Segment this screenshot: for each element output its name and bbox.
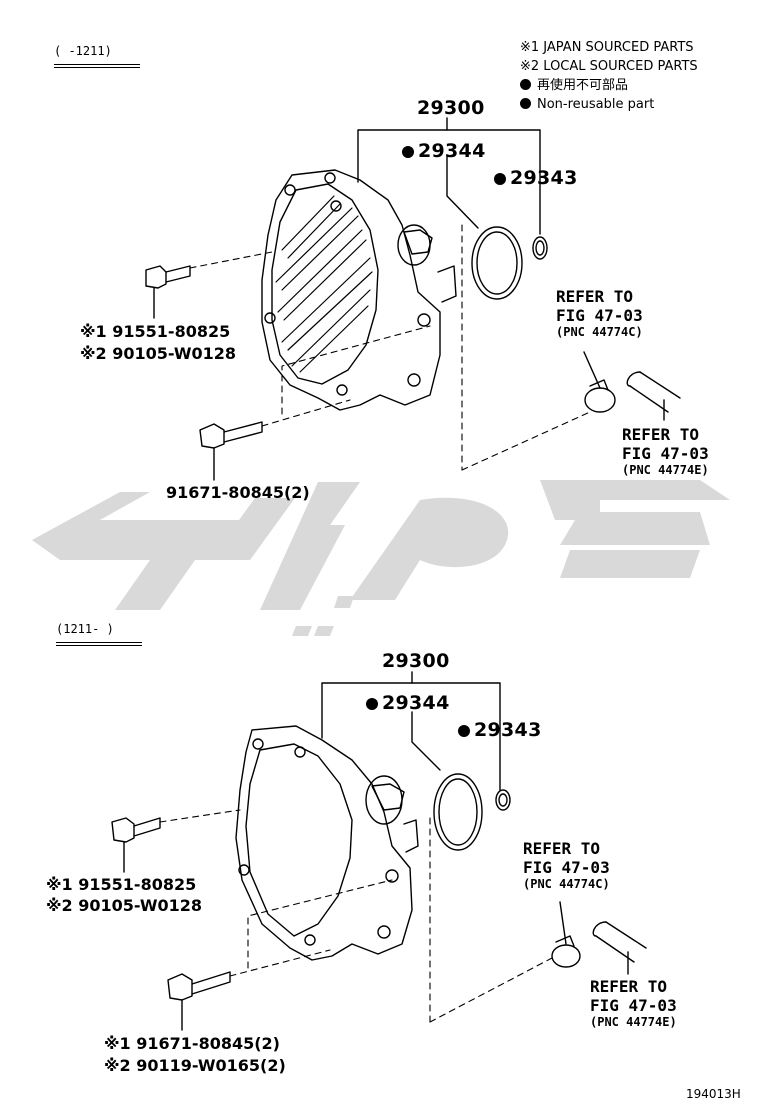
non-reusable-dot-icon bbox=[494, 173, 506, 185]
bottom-assembly-number: 29300 bbox=[382, 650, 450, 672]
bottom-bolt1-part-jp: ※1 91551-80825 bbox=[46, 875, 197, 894]
top-range-label: ( -1211) bbox=[54, 44, 112, 58]
bottom-range-label: (1211- ) bbox=[56, 622, 114, 636]
bottom-ref-c-line1: REFER TO bbox=[523, 839, 601, 858]
top-ref-e-line1: REFER TO bbox=[622, 425, 700, 444]
legend: ※1 JAPAN SOURCED PARTS ※2 LOCAL SOURCED … bbox=[520, 38, 698, 114]
bottom-bolt2-part-jp: ※1 91671-80845(2) bbox=[104, 1034, 280, 1053]
top-ref-c: REFER TO FIG 47-03 (PNC 44774C) bbox=[556, 287, 643, 339]
top-range-underline-2 bbox=[54, 67, 140, 68]
top-ref-e: REFER TO FIG 47-03 (PNC 44774E) bbox=[622, 425, 709, 477]
bottom-bolt1-part-local: ※2 90105-W0128 bbox=[46, 896, 203, 915]
legend-local-sourced: ※2 LOCAL SOURCED PARTS bbox=[520, 59, 698, 74]
legend-non-reusable-en: Non-reusable part bbox=[520, 95, 698, 114]
top-bolt1-part-local: ※2 90105-W0128 bbox=[80, 344, 237, 363]
bottom-ref-c-line3: (PNC 44774C) bbox=[523, 877, 610, 891]
bottom-bolt2-part-local: ※2 90119-W0165(2) bbox=[104, 1056, 286, 1075]
top-gasket-number: 29344 bbox=[402, 140, 486, 162]
bottom-ref-e: REFER TO FIG 47-03 (PNC 44774E) bbox=[590, 977, 677, 1029]
non-reusable-dot-icon bbox=[366, 698, 378, 710]
bottom-range-underline bbox=[56, 642, 142, 643]
top-assembly-number: 29300 bbox=[417, 97, 485, 119]
bottom-range-underline-2 bbox=[56, 645, 142, 646]
bottom-ref-e-line2: FIG 47-03 bbox=[590, 996, 677, 1015]
figure-number: 194013H bbox=[686, 1087, 741, 1101]
legend-non-reusable-jp: 再使用不可部品 bbox=[520, 76, 698, 95]
non-reusable-dot-icon bbox=[520, 98, 531, 109]
bottom-ref-e-line1: REFER TO bbox=[590, 977, 668, 996]
non-reusable-dot-icon bbox=[458, 725, 470, 737]
top-ref-c-line1: REFER TO bbox=[556, 287, 634, 306]
top-ref-e-line2: FIG 47-03 bbox=[622, 444, 709, 463]
bottom-gasket-number: 29344 bbox=[366, 692, 450, 714]
bottom-oring-number: 29343 bbox=[458, 719, 542, 741]
non-reusable-dot-icon bbox=[402, 146, 414, 158]
top-oring-number: 29343 bbox=[494, 167, 578, 189]
top-range-underline bbox=[54, 64, 140, 65]
top-ref-c-line2: FIG 47-03 bbox=[556, 306, 643, 325]
top-ref-c-line3: (PNC 44774C) bbox=[556, 325, 643, 339]
top-ref-e-line3: (PNC 44774E) bbox=[622, 463, 709, 477]
legend-japan-sourced: ※1 JAPAN SOURCED PARTS bbox=[520, 40, 694, 55]
non-reusable-dot-icon bbox=[520, 79, 531, 90]
bottom-ref-e-line3: (PNC 44774E) bbox=[590, 1015, 677, 1029]
top-bolt1-part-jp: ※1 91551-80825 bbox=[80, 322, 231, 341]
bottom-ref-c-line2: FIG 47-03 bbox=[523, 858, 610, 877]
bottom-ref-c: REFER TO FIG 47-03 (PNC 44774C) bbox=[523, 839, 610, 891]
top-bolt2-part: 91671-80845(2) bbox=[166, 483, 310, 502]
